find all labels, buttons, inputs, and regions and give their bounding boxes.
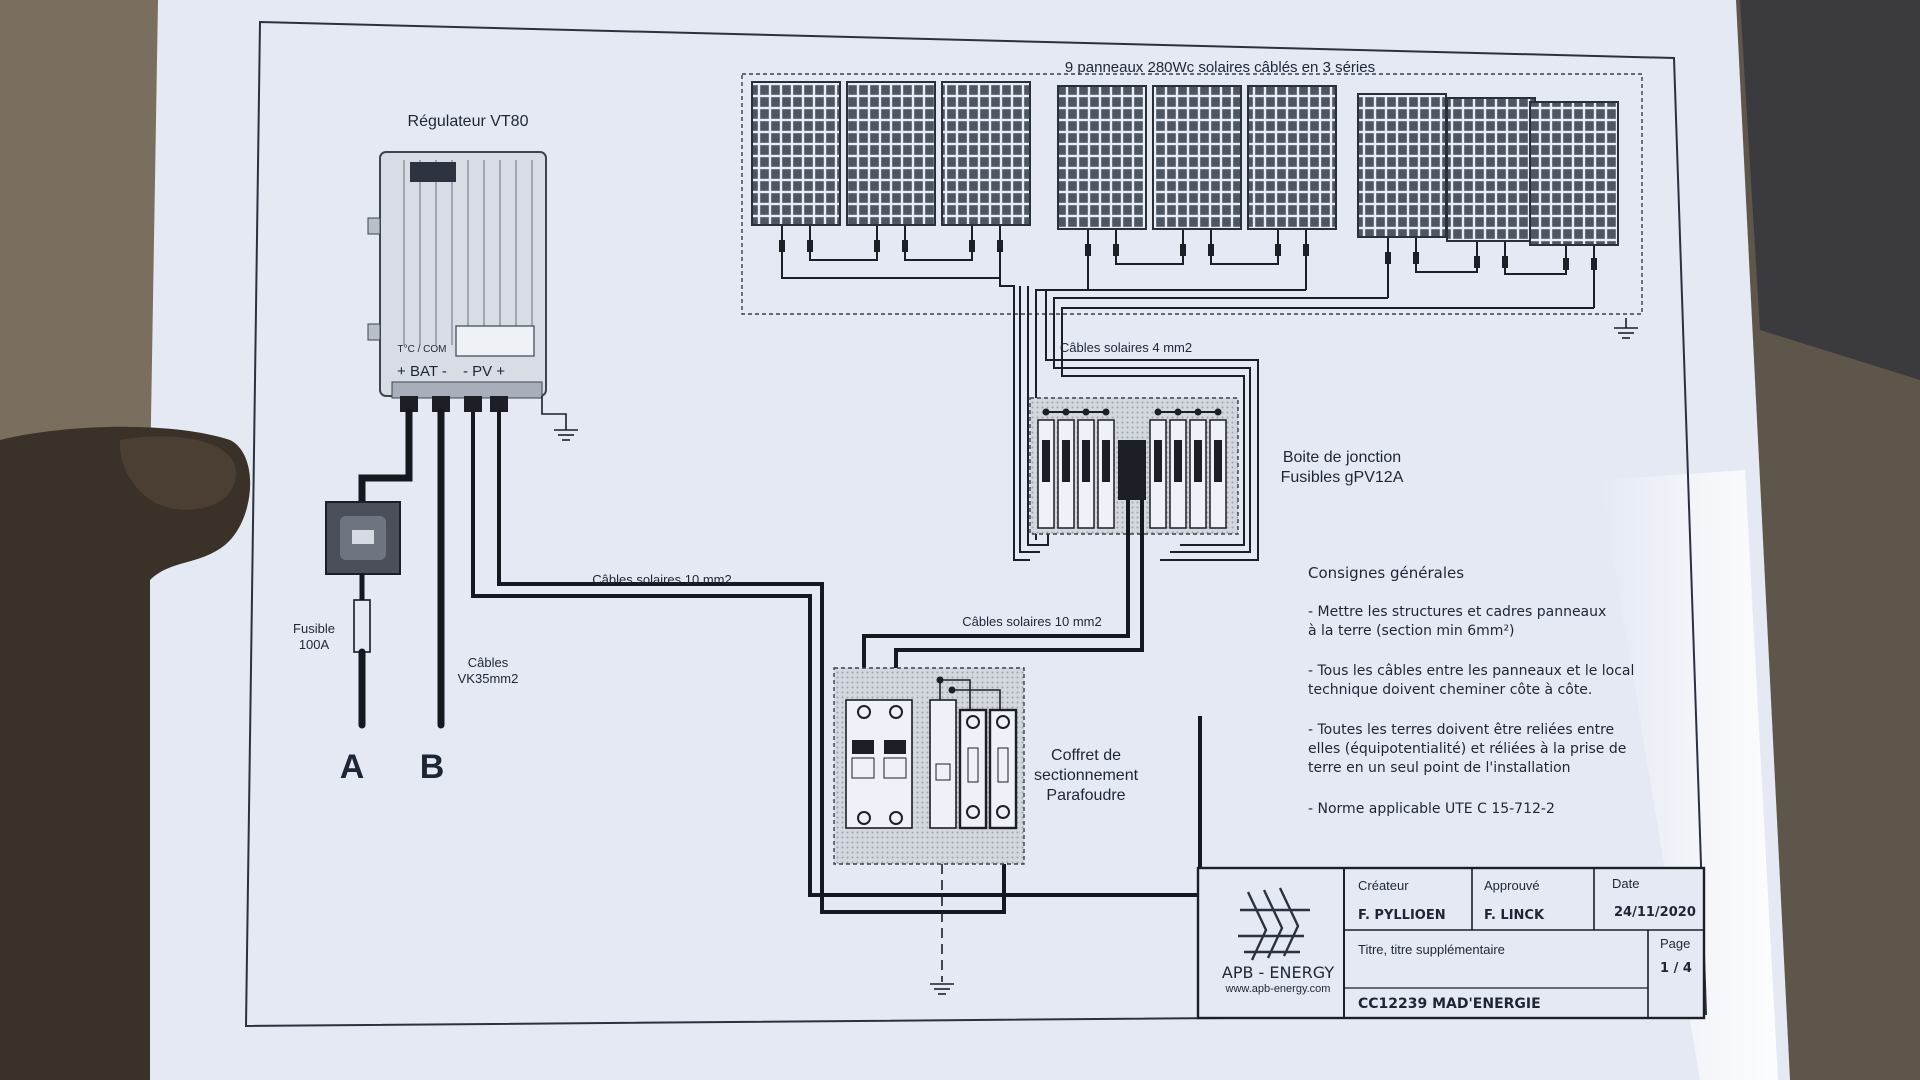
cable-4mm-label: Câbles solaires 4 mm2 xyxy=(1060,340,1192,355)
approuve-label: Approuvé xyxy=(1484,878,1540,893)
regulator-pv-label: - PV + xyxy=(463,363,505,380)
drawing-frame xyxy=(244,20,1708,1028)
coffret-sectionnement xyxy=(833,667,1025,865)
battery-cables xyxy=(358,408,445,729)
solar-panel-5 xyxy=(1152,85,1242,230)
company-website: www.apb-energy.com xyxy=(1225,983,1331,995)
cable-10mm-right-label: Câbles solaires 10 mm2 xyxy=(962,614,1101,629)
apb-energy-logo xyxy=(1238,887,1310,961)
junction-box-label-1: Boite de jonction xyxy=(1283,449,1401,466)
panels-outline xyxy=(741,73,1643,315)
coffret-label-3: Parafoudre xyxy=(1046,787,1125,804)
page-value: 1 / 4 xyxy=(1660,961,1692,976)
panel-connectors xyxy=(779,240,1597,270)
hand xyxy=(0,426,251,1080)
hand-fingertip xyxy=(119,436,237,510)
fuse-100a xyxy=(353,574,371,729)
solar-panel-8 xyxy=(1446,97,1536,242)
coffret-ground-symbol xyxy=(930,864,954,995)
battery-fuse-holder xyxy=(325,501,401,575)
coffret-label-1: Coffret de xyxy=(1051,747,1121,764)
fuse-label-2: 100A xyxy=(299,637,330,652)
date-label: Date xyxy=(1612,876,1639,891)
label-a: A xyxy=(340,748,365,786)
createur-label: Créateur xyxy=(1358,878,1409,893)
consigne-3-line-3: terre en un seul point de l'installation xyxy=(1308,760,1571,776)
regulator-ground-symbol xyxy=(541,396,578,441)
createur-value: F. PYLLIOEN xyxy=(1358,908,1446,923)
regulator-vt80 xyxy=(367,151,547,412)
cable-bundle-4mm xyxy=(999,278,1594,561)
company-name: APB - ENERGY xyxy=(1222,963,1334,982)
panels-ground-symbol xyxy=(1614,318,1638,339)
titre-value: CC12239 MAD'ENERGIE xyxy=(1358,996,1541,1012)
solar-panel-3 xyxy=(941,81,1031,226)
consigne-3-line-1: - Toutes les terres doivent être reliées… xyxy=(1308,722,1614,738)
panel-series-wiring xyxy=(781,226,1595,308)
consigne-4-line-1: - Norme applicable UTE C 15-712-2 xyxy=(1308,801,1555,817)
approuve-value: F. LINCK xyxy=(1484,908,1545,923)
solar-panel-7 xyxy=(1357,93,1447,238)
solar-panel-2 xyxy=(846,81,936,226)
panels-title: 9 panneaux 280Wc solaires câblés en 3 sé… xyxy=(1065,59,1375,76)
cable-10mm-left-label: Câbles solaires 10 mm2 xyxy=(592,572,731,587)
regulator-bat-label: + BAT - xyxy=(397,363,447,380)
consignes-generales: Consignes générales - Mettre les structu… xyxy=(1308,564,1634,817)
junction-box-label-2: Fusibles gPV12A xyxy=(1281,469,1404,486)
consigne-1-line-1: - Mettre les structures et cadres pannea… xyxy=(1308,604,1606,620)
cardboard xyxy=(0,0,170,450)
vk-cables-label-2: VK35mm2 xyxy=(458,671,519,686)
junction-box xyxy=(1029,397,1239,535)
coffret-label-2: sectionnement xyxy=(1034,767,1139,784)
regulator-temp-com-label: T°C / COM xyxy=(398,344,447,355)
consigne-2-line-1: - Tous les câbles entre les panneaux et … xyxy=(1308,663,1634,679)
paper-sheet xyxy=(140,0,1790,1080)
consigne-1-line-2: à la terre (section min 6mm²) xyxy=(1308,623,1515,639)
solar-panel-6 xyxy=(1247,85,1337,230)
fuse-label-1: Fusible xyxy=(293,621,335,636)
date-value: 24/11/2020 xyxy=(1614,905,1696,920)
solar-panel-array xyxy=(751,81,1619,246)
pv-cables-10mm-regulator xyxy=(471,412,1202,914)
consigne-3-line-2: elles (équipotentialité) et réliées à la… xyxy=(1308,741,1626,757)
consignes-title: Consignes générales xyxy=(1308,564,1464,582)
solar-panel-4 xyxy=(1057,85,1147,230)
regulator-title: Régulateur VT80 xyxy=(408,113,529,130)
titre-label: Titre, titre supplémentaire xyxy=(1358,942,1505,957)
page-label: Page xyxy=(1660,936,1690,951)
label-b: B xyxy=(420,748,445,786)
solar-panel-1 xyxy=(751,81,841,226)
solar-panel-9 xyxy=(1529,101,1619,246)
vk-cables-label-1: Câbles xyxy=(468,655,509,670)
consigne-2-line-2: technique doivent cheminer côte à côte. xyxy=(1308,682,1592,698)
dark-corner xyxy=(1740,0,1920,380)
paper-glare xyxy=(1600,470,1778,1080)
